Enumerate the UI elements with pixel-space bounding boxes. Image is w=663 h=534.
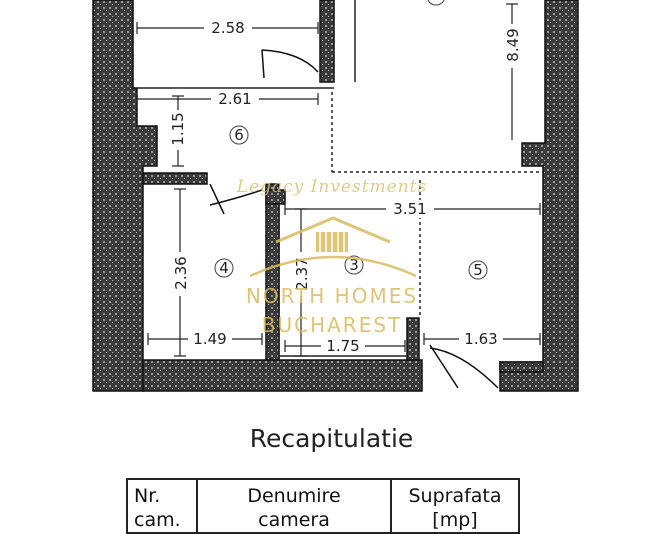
wall-top-room bbox=[319, 0, 335, 83]
col-header-nr: Nr.cam. bbox=[126, 478, 198, 534]
dim-2-36: 2.36 bbox=[172, 256, 190, 289]
room-5-label: 5 bbox=[473, 261, 483, 279]
room-3-label: 3 bbox=[349, 256, 359, 274]
wall-right-bottom bbox=[499, 361, 544, 373]
house-logo-icon bbox=[249, 216, 417, 278]
room-6-label: 6 bbox=[234, 126, 244, 144]
wall-room3-room5 bbox=[406, 317, 420, 361]
dimension-labels: 2.58 8.49 2.61 1.15 3.51 2.36 2.37 1.49 … bbox=[169, 17, 523, 355]
recap-title: Recapitulatie bbox=[249, 424, 414, 453]
watermark-line2: BUCHAREST bbox=[262, 313, 403, 337]
dim-2-61: 2.61 bbox=[218, 90, 251, 108]
dim-1-75: 1.75 bbox=[326, 337, 359, 355]
room-4-label: 4 bbox=[219, 259, 229, 277]
dim-8-49: 8.49 bbox=[504, 28, 522, 61]
col-header-area: Suprafata[mp] bbox=[390, 478, 520, 534]
left-wall bbox=[92, 0, 158, 392]
dim-2-37: 2.37 bbox=[293, 257, 311, 290]
dim-3-51: 3.51 bbox=[393, 200, 426, 218]
dim-2-58: 2.58 bbox=[211, 19, 244, 37]
wall-room4-top bbox=[142, 172, 208, 185]
watermark-line1: NORTH HOMES bbox=[246, 284, 418, 308]
watermark-script: Legacy Investments bbox=[236, 177, 427, 197]
bottom-wall bbox=[142, 359, 423, 392]
watermark: Legacy Investments NORTH HOMES BUCHAREST bbox=[236, 177, 427, 337]
dim-1-49: 1.49 bbox=[193, 330, 226, 348]
dim-1-15: 1.15 bbox=[169, 112, 187, 145]
room-numbers bbox=[214, 0, 488, 280]
doors bbox=[209, 49, 499, 389]
dim-1-63: 1.63 bbox=[464, 330, 497, 348]
